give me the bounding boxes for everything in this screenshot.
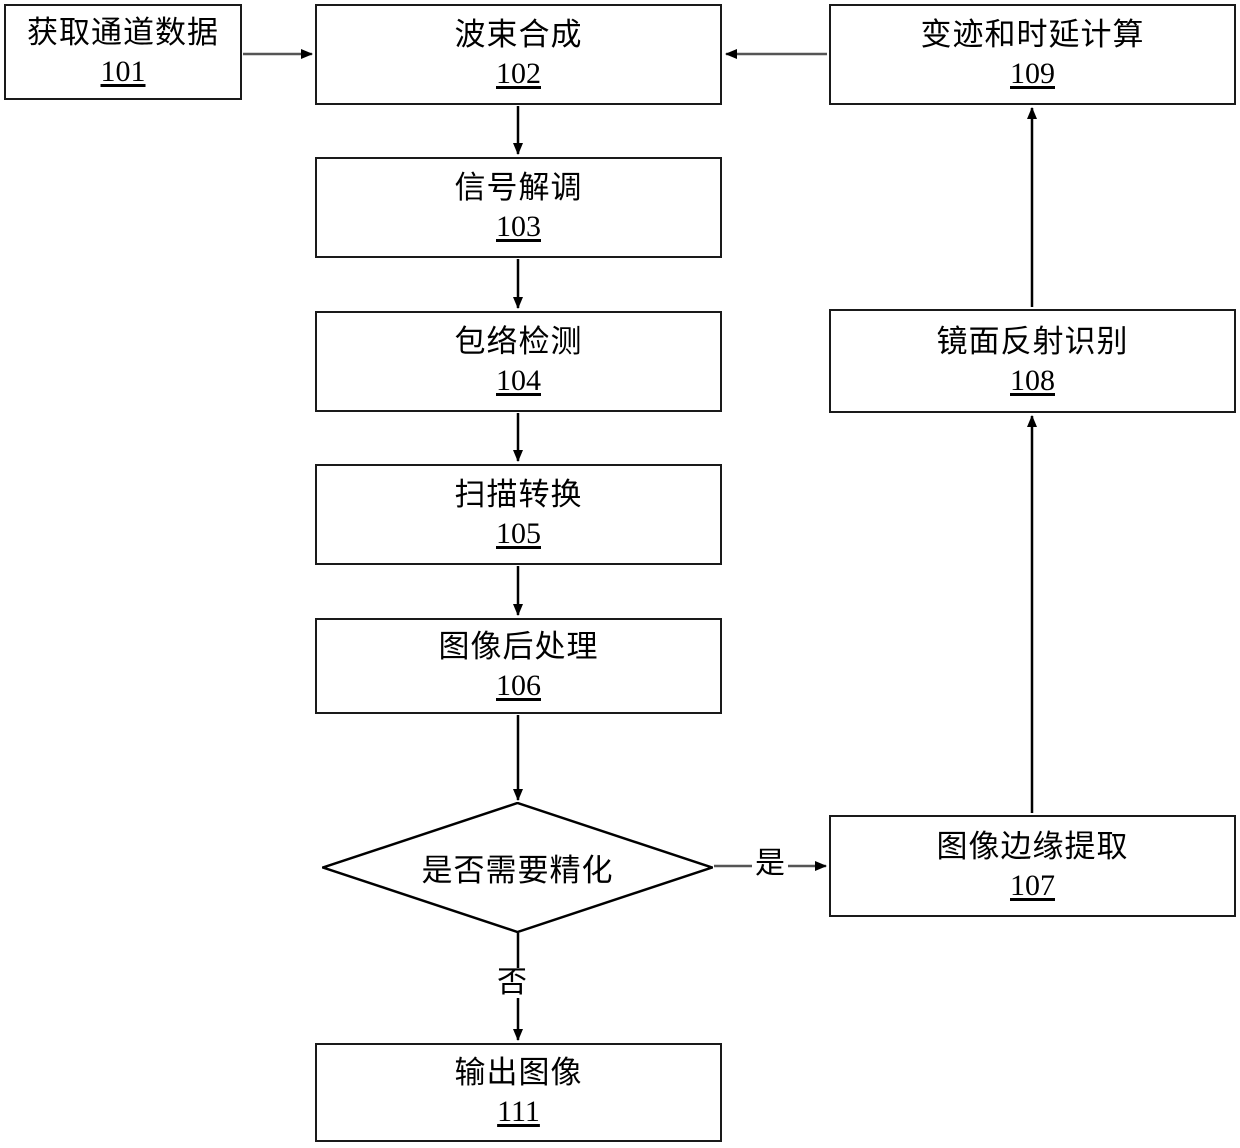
node-107-number: 107 — [1010, 868, 1055, 902]
node-111-label: 输出图像 — [454, 1055, 583, 1091]
node-109-apodization-and-delay-calculation[interactable]: 变迹和时延计算 109 — [829, 4, 1236, 105]
node-106-image-post-processing[interactable]: 图像后处理 106 — [315, 618, 722, 714]
node-104-envelope-detection[interactable]: 包络检测 104 — [315, 311, 722, 412]
node-103-number: 103 — [496, 210, 541, 244]
node-106-label: 图像后处理 — [438, 628, 599, 664]
node-102-number: 102 — [496, 57, 541, 91]
node-106-number: 106 — [496, 668, 541, 702]
node-107-image-edge-extraction[interactable]: 图像边缘提取 107 — [829, 815, 1236, 917]
node-108-number: 108 — [1010, 363, 1055, 397]
node-111-number: 111 — [497, 1095, 540, 1129]
node-111-output-image[interactable]: 输出图像 111 — [315, 1043, 722, 1142]
edge-label-no: 否 — [494, 968, 530, 998]
node-107-label: 图像边缘提取 — [936, 828, 1129, 864]
edge-label-yes: 是 — [752, 849, 788, 879]
node-101-number: 101 — [100, 54, 146, 88]
node-109-label: 变迹和时延计算 — [920, 17, 1145, 53]
decision-diamond-shape — [322, 802, 713, 933]
node-105-scan-conversion[interactable]: 扫描转换 105 — [315, 464, 722, 565]
node-109-number: 109 — [1010, 57, 1055, 91]
node-104-number: 104 — [496, 364, 541, 398]
node-101-label: 获取通道数据 — [27, 14, 219, 50]
node-decision-needs-refinement[interactable]: 是否需要精化 — [322, 802, 713, 933]
node-102-label: 波束合成 — [454, 17, 583, 53]
node-103-signal-demodulation[interactable]: 信号解调 103 — [315, 157, 722, 258]
node-102-beamforming[interactable]: 波束合成 102 — [315, 4, 722, 105]
node-103-label: 信号解调 — [454, 170, 583, 206]
node-108-label: 镜面反射识别 — [936, 323, 1129, 359]
node-105-number: 105 — [496, 517, 541, 551]
decision-label: 是否需要精化 — [421, 853, 614, 888]
node-108-specular-reflection-identification[interactable]: 镜面反射识别 108 — [829, 309, 1236, 413]
node-105-label: 扫描转换 — [454, 477, 583, 513]
node-104-label: 包络检测 — [454, 324, 583, 360]
node-101-acquire-channel-data[interactable]: 获取通道数据 101 — [4, 4, 242, 100]
